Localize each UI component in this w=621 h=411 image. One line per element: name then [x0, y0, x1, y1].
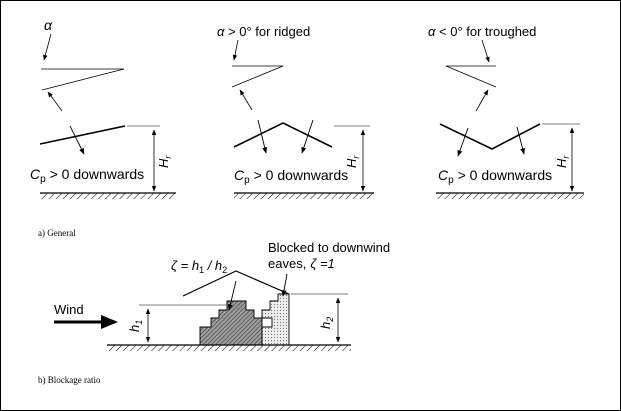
angle-roof-line: [445, 65, 497, 88]
pressure-arrow: [69, 125, 85, 155]
pressure-arrow-right: [516, 126, 526, 155]
pressure-arrow-right: [301, 119, 314, 154]
ridged-roof: [233, 122, 333, 148]
angle-arrow-top: [43, 33, 52, 61]
troughed-angle-label: α < 0° for troughed: [428, 24, 536, 39]
cp-label: Cp > 0 downwards: [30, 166, 144, 185]
cp-label: Cp > 0 downwards: [234, 167, 348, 186]
zeta-pointer-arrow: [227, 280, 237, 311]
cp-label: Cp > 0 downwards: [438, 167, 552, 186]
blocking-goods: [199, 300, 263, 346]
wind-arrow-head: [101, 315, 118, 329]
angle-arrow-bottom: [239, 89, 253, 111]
monopitch-roof: [39, 125, 126, 145]
ground-hatch: [107, 345, 351, 351]
zeta-formula: ζ = h1 / h2: [171, 258, 227, 275]
ground-hatch: [40, 193, 176, 199]
angle-arrow-bottom: [475, 89, 489, 112]
panel-general: α Hr Cp > 0 downwards: [30, 17, 176, 199]
caption-blockage: b) Blockage ratio: [38, 375, 101, 385]
blocked-pointer-arrow: [281, 273, 288, 297]
angle-arrow-top: [481, 39, 490, 63]
pressure-arrow-left: [257, 119, 268, 154]
h2-label: h2: [318, 317, 335, 329]
blockage-roof: [182, 270, 290, 297]
blocked-note-line1: Blocked to downwind: [268, 240, 390, 255]
wind-label: Wind: [54, 302, 84, 317]
angle-arrow-bottom: [47, 91, 63, 112]
ridged-angle-label: α > 0° for ridged: [217, 24, 310, 39]
ground-hatch: [436, 193, 584, 199]
height-label: Hr: [554, 155, 571, 168]
pressure-arrow-left: [457, 127, 469, 157]
panel-troughed: α < 0° for troughed Hr Cp > 0 downwards: [428, 24, 584, 199]
angle-roof-line: [231, 65, 284, 88]
angle-arrow-top: [232, 39, 239, 61]
ground-hatch: [234, 193, 374, 199]
angle-roof-line: [41, 68, 125, 91]
panel-ridged: α > 0° for ridged Hr Cp > 0 downwards: [217, 24, 374, 199]
height-label: Hr: [344, 155, 361, 168]
alpha-label: α: [44, 17, 53, 33]
height-label: Hr: [156, 155, 173, 168]
panel-blockage: ζ = h1 / h2 Blocked to downwind eaves,ζ …: [54, 240, 390, 351]
troughed-roof: [439, 123, 541, 150]
blocked-note-line2: eaves,ζ =1: [268, 256, 335, 271]
downwind-blocked-goods: [261, 293, 290, 346]
h1-label: h1: [127, 320, 144, 332]
caption-general: a) General: [38, 228, 76, 238]
